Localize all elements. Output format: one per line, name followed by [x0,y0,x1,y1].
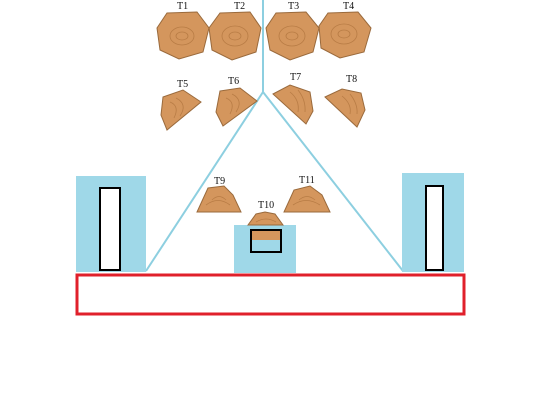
left-guide-line [145,91,264,272]
wood-grain [175,31,189,41]
center-slot-wood-fill [251,230,281,240]
wood-grain [330,23,358,45]
label-t6: T6 [228,76,239,87]
wood-grain [341,93,358,115]
label-t3: T3 [288,1,299,12]
label-t4: T4 [343,1,354,12]
wood-shape [283,185,331,213]
wood-grain [225,93,240,115]
label-t7: T7 [290,72,301,83]
wood-shape [196,185,242,213]
label-t11: T11 [299,175,315,186]
wood-piece-t6: T6 [215,76,258,127]
right-support-slot [425,185,444,271]
wood-shape [247,211,284,226]
center-support-slot [250,229,282,253]
wood-piece-t3: T3 [265,1,320,61]
wood-grain [289,89,306,113]
wood-shape [272,84,314,125]
wood-grain [255,218,277,223]
wood-grain [221,25,249,47]
wood-piece-t2: T2 [208,1,262,61]
wood-piece-t1: T1 [156,1,210,60]
wood-grain [228,31,242,41]
label-t5: T5 [177,79,188,90]
left-support-slot [99,187,121,271]
wood-grain [278,25,306,47]
wood-piece-t11: T11 [283,175,331,213]
wood-grain [285,31,299,41]
wood-grain [337,29,351,39]
label-t8: T8 [346,74,357,85]
wood-grain [169,97,184,119]
wood-grain [169,26,195,46]
wood-grain [205,196,231,206]
wood-piece-t7: T7 [272,72,314,125]
label-t10: T10 [258,200,274,211]
wood-shape [208,11,262,61]
label-t1: T1 [177,1,188,12]
wood-shape [265,11,320,61]
left-support [76,176,146,272]
center-support [234,225,296,273]
wood-grain [292,196,321,206]
wood-piece-t4: T4 [318,1,372,59]
label-t9: T9 [214,176,225,187]
wood-shape [156,11,210,60]
wood-piece-t9: T9 [196,176,242,213]
red-base-frame [75,273,466,316]
wood-shape [318,11,372,59]
wood-shape [215,87,258,127]
wood-shape [160,89,202,131]
guide-lines [145,0,404,272]
wood-piece-t10: T10 [247,200,284,226]
wood-piece-t5: T5 [160,79,202,131]
right-guide-line [262,91,404,272]
wood-piece-t8: T8 [324,74,366,128]
label-t2: T2 [234,1,245,12]
wood-shape [324,88,366,128]
right-support [402,173,464,272]
